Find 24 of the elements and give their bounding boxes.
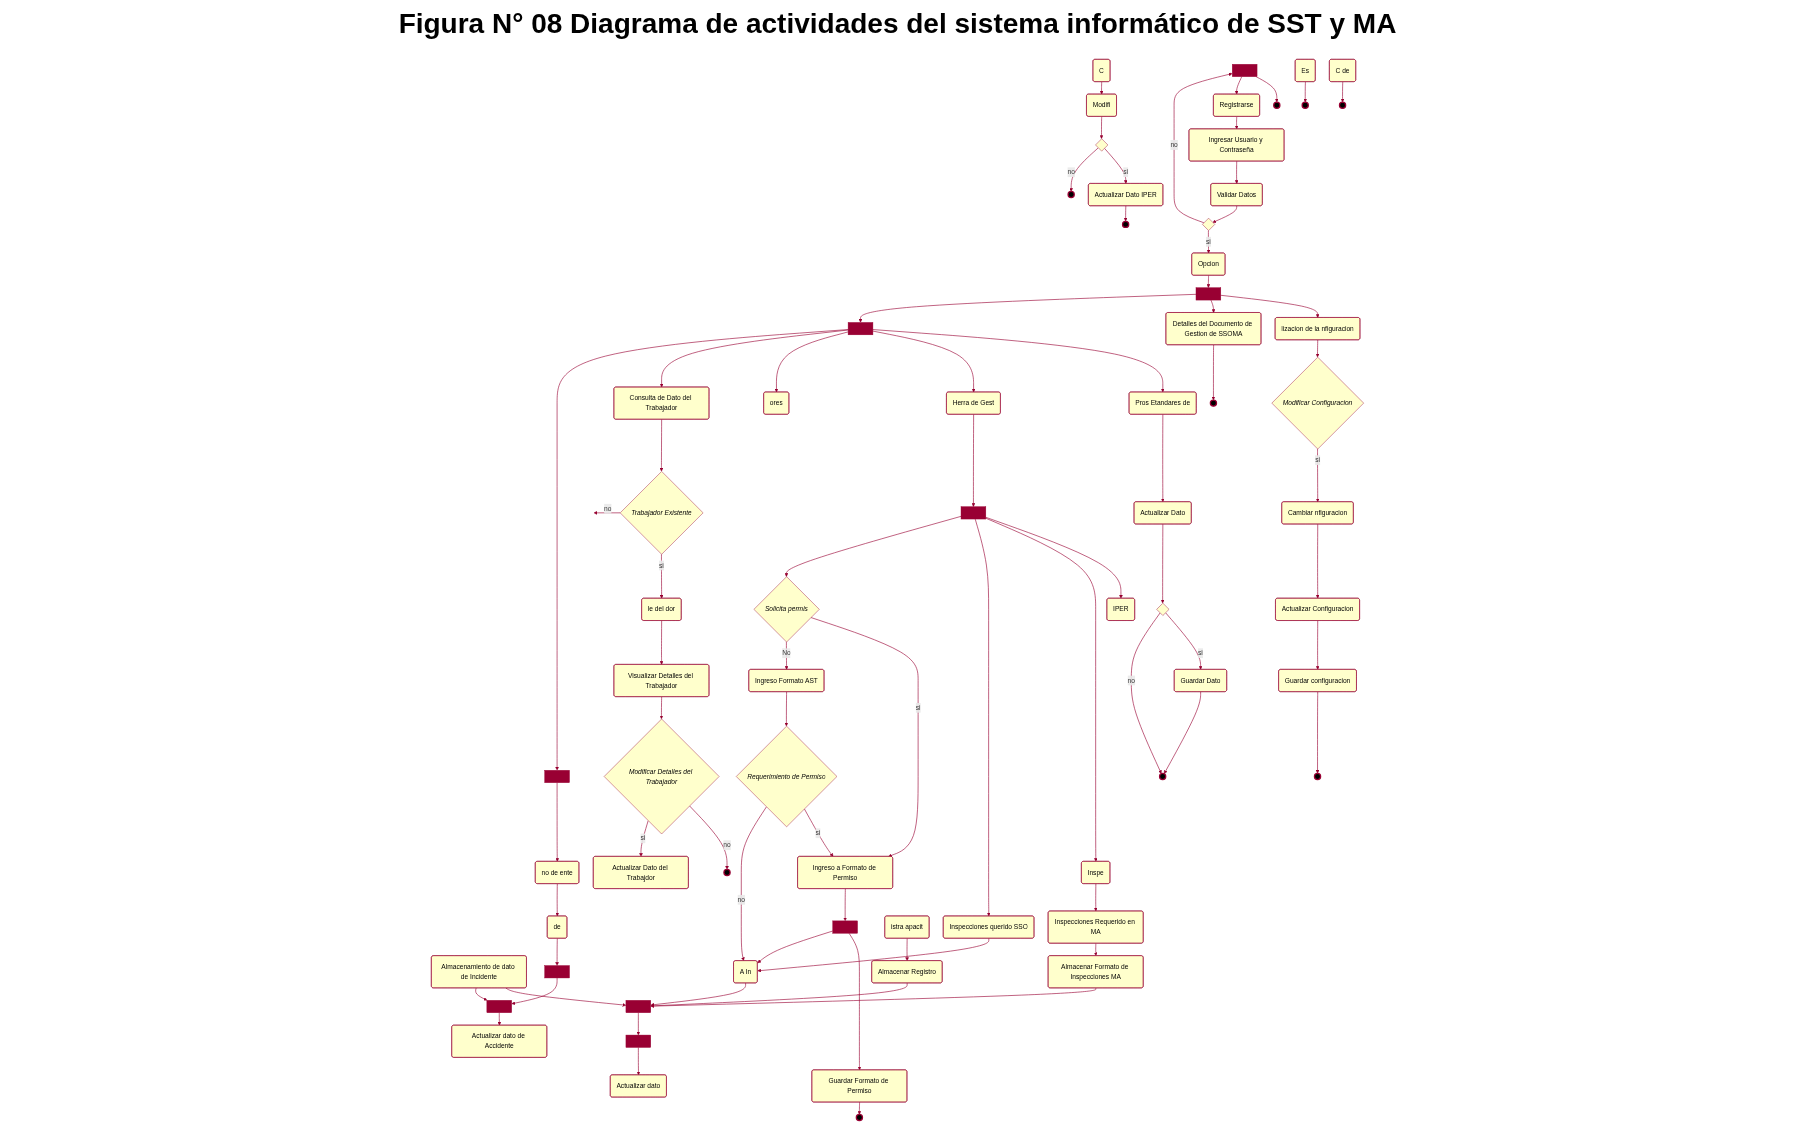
node-circle xyxy=(1273,101,1281,109)
node-circle xyxy=(1209,399,1218,407)
node-diamond xyxy=(1095,138,1109,152)
node-bar xyxy=(486,1000,512,1013)
node-bar xyxy=(625,1034,651,1048)
node-circle xyxy=(1313,772,1322,781)
node-circle xyxy=(1338,101,1347,109)
node-circle xyxy=(855,1113,864,1122)
node-circle xyxy=(1121,220,1130,229)
node-bar xyxy=(1232,64,1258,77)
node-bar xyxy=(832,920,858,934)
node-bar xyxy=(1195,287,1221,301)
node-circle xyxy=(1301,101,1309,109)
node-bar xyxy=(544,770,570,783)
node-bar xyxy=(625,1000,651,1013)
node-bar xyxy=(960,506,987,520)
diagram-title: Figura N° 08 Diagrama de actividades del sistema informático de SST y MA xyxy=(397,8,1398,40)
node-bar xyxy=(847,322,874,336)
node-diamond xyxy=(1202,217,1215,231)
node-circle xyxy=(1158,772,1167,781)
node-circle xyxy=(1067,190,1075,199)
node-bar xyxy=(544,965,570,979)
node-circle xyxy=(723,868,731,877)
node-diamond xyxy=(1156,602,1170,616)
